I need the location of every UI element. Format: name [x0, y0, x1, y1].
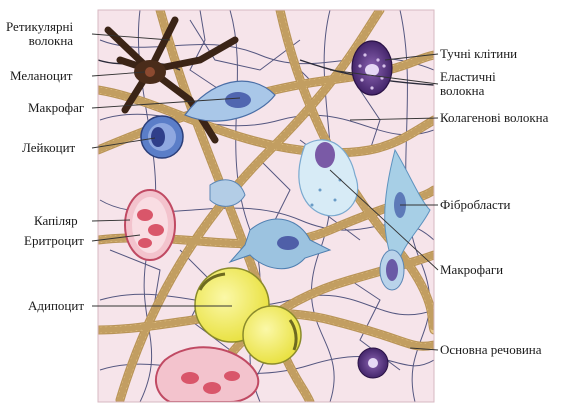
mast-cell	[352, 41, 392, 95]
label-melanocyte: Меланоцит	[10, 69, 72, 82]
label-macrophages: Макрофаги	[440, 263, 503, 276]
label-collagen-fibers: Колагенові волокна	[440, 111, 548, 124]
macrophage-right-cell	[380, 250, 404, 290]
capillary	[125, 190, 175, 260]
label-adipocyte: Адипоцит	[28, 299, 84, 312]
leukocyte-cell	[141, 116, 183, 158]
label-mast-cells: Тучні клітини	[440, 47, 517, 60]
erythrocyte	[137, 209, 153, 221]
label-fibroblasts: Фібробласти	[440, 198, 510, 211]
label-ground-substance: Основна речовина	[440, 343, 542, 356]
label-capillary: Капіляр	[34, 214, 78, 227]
erythrocyte	[148, 224, 164, 236]
label-macrophage: Макрофаг	[28, 101, 84, 114]
label-erythrocyte: Еритроцит	[24, 234, 84, 247]
mast-cell-lower	[358, 348, 388, 378]
label-elastic-fibers: Еластичні волокна	[440, 70, 496, 98]
label-reticular-fibers: Ретикулярні волокна	[6, 20, 73, 48]
erythrocyte	[138, 238, 152, 248]
label-leukocyte: Лейкоцит	[22, 141, 75, 154]
